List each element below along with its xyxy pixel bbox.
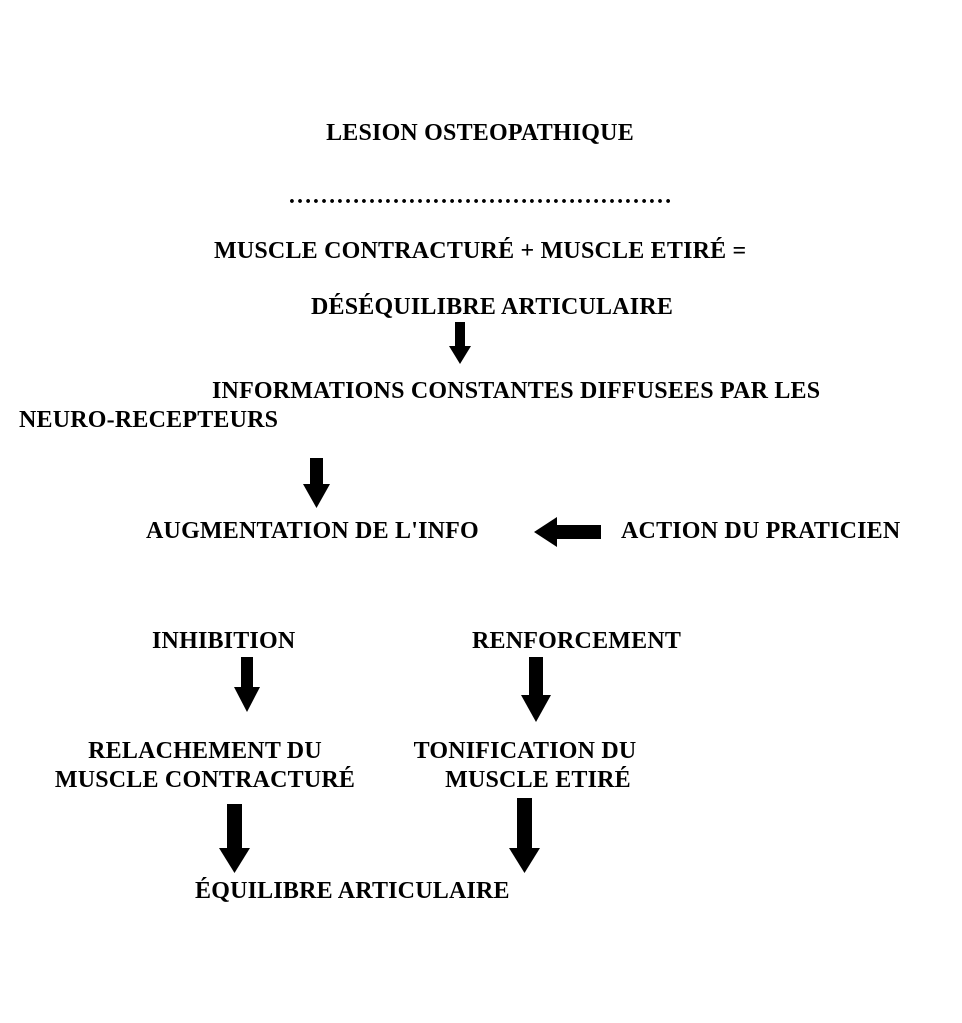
info-line-2: NEURO-RECEPTEURS xyxy=(19,407,279,433)
down-arrow-icon xyxy=(509,798,540,873)
balance-label: ÉQUILIBRE ARTICULAIRE xyxy=(195,878,510,904)
dotted-separator: ………………………………………… xyxy=(288,183,672,209)
lesion-title: LESION OSTEOPATHIQUE xyxy=(326,120,634,146)
relax-line-2: MUSCLE CONTRACTURÉ xyxy=(54,767,356,793)
inhibition-label: INHIBITION xyxy=(152,628,296,654)
tone-line-1: TONIFICATION DU xyxy=(413,738,637,764)
down-arrow-icon xyxy=(521,657,551,722)
relax-line-1: RELACHEMENT DU xyxy=(88,738,322,764)
left-arrow-icon xyxy=(534,517,601,547)
down-arrow-icon xyxy=(219,804,250,873)
tone-line-2: MUSCLE ETIRÉ xyxy=(445,767,631,793)
imbalance-label: DÉSÉQUILIBRE ARTICULAIRE xyxy=(311,294,674,320)
muscle-equation: MUSCLE CONTRACTURÉ + MUSCLE ETIRÉ = xyxy=(214,238,747,264)
down-arrow-icon xyxy=(234,657,260,712)
down-arrow-icon xyxy=(303,458,330,508)
practitioner-action-label: ACTION DU PRATICIEN xyxy=(621,518,901,544)
augmentation-label: AUGMENTATION DE L'INFO xyxy=(146,518,479,544)
info-line-1: INFORMATIONS CONSTANTES DIFFUSEES PAR LE… xyxy=(212,378,821,404)
reinforcement-label: RENFORCEMENT xyxy=(472,628,682,654)
down-arrow-icon xyxy=(449,322,471,364)
